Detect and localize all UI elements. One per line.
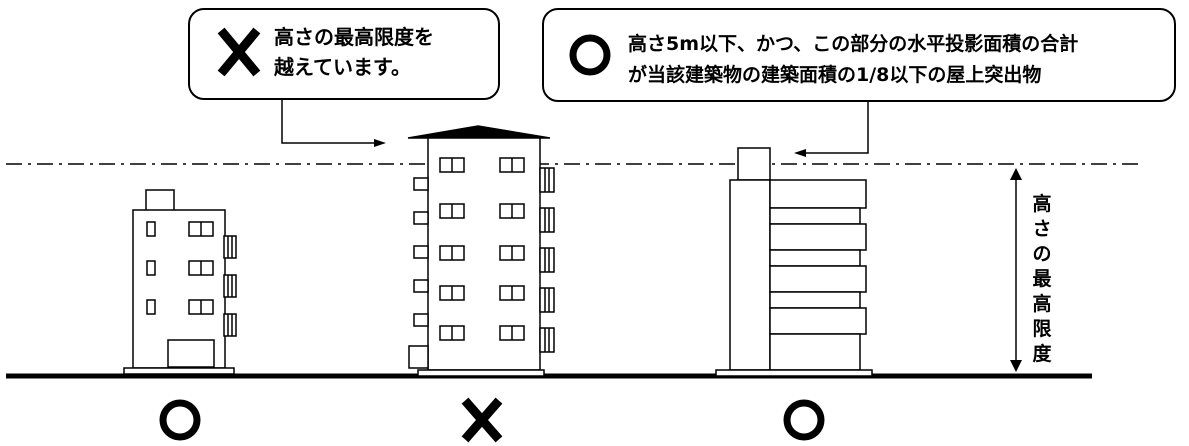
- circle-icon: [569, 34, 611, 76]
- right-building: [715, 147, 873, 377]
- callout-left-line1: 高さの最高限度を: [274, 25, 434, 49]
- height-limit-label: 高 さ の 最 高 限 度: [1032, 193, 1052, 365]
- cross-icon: [217, 27, 261, 77]
- callout-right-line2: が当該建築物の建築面積の1/8以下の屋上突出物: [628, 64, 1042, 86]
- leader-arrow-right: [794, 102, 869, 157]
- left-building: [123, 189, 237, 375]
- center-building: [407, 125, 555, 377]
- callout-right-line1: 高さ5m以下、かつ、この部分の水平投影面積の合計: [628, 33, 1079, 55]
- callout-left-text: 高さの最高限度を 越えています。: [274, 22, 434, 82]
- leader-arrow-left: [281, 100, 386, 147]
- callout-left-line2: 越えています。: [274, 55, 411, 79]
- height-dimension-arrow: [1010, 168, 1022, 372]
- callout-right-text: 高さ5m以下、かつ、この部分の水平投影面積の合計 が当該建築物の建築面積の1/8…: [628, 28, 1078, 90]
- callout-rooftop-structure: 高さ5m以下、かつ、この部分の水平投影面積の合計 が当該建築物の建築面積の1/8…: [542, 8, 1176, 102]
- right-verdict-circle-icon: [783, 399, 825, 441]
- left-verdict-circle-icon: [159, 399, 201, 441]
- center-verdict-cross-icon: [461, 397, 503, 443]
- callout-exceeds-height: 高さの最高限度を 越えています。: [188, 8, 500, 100]
